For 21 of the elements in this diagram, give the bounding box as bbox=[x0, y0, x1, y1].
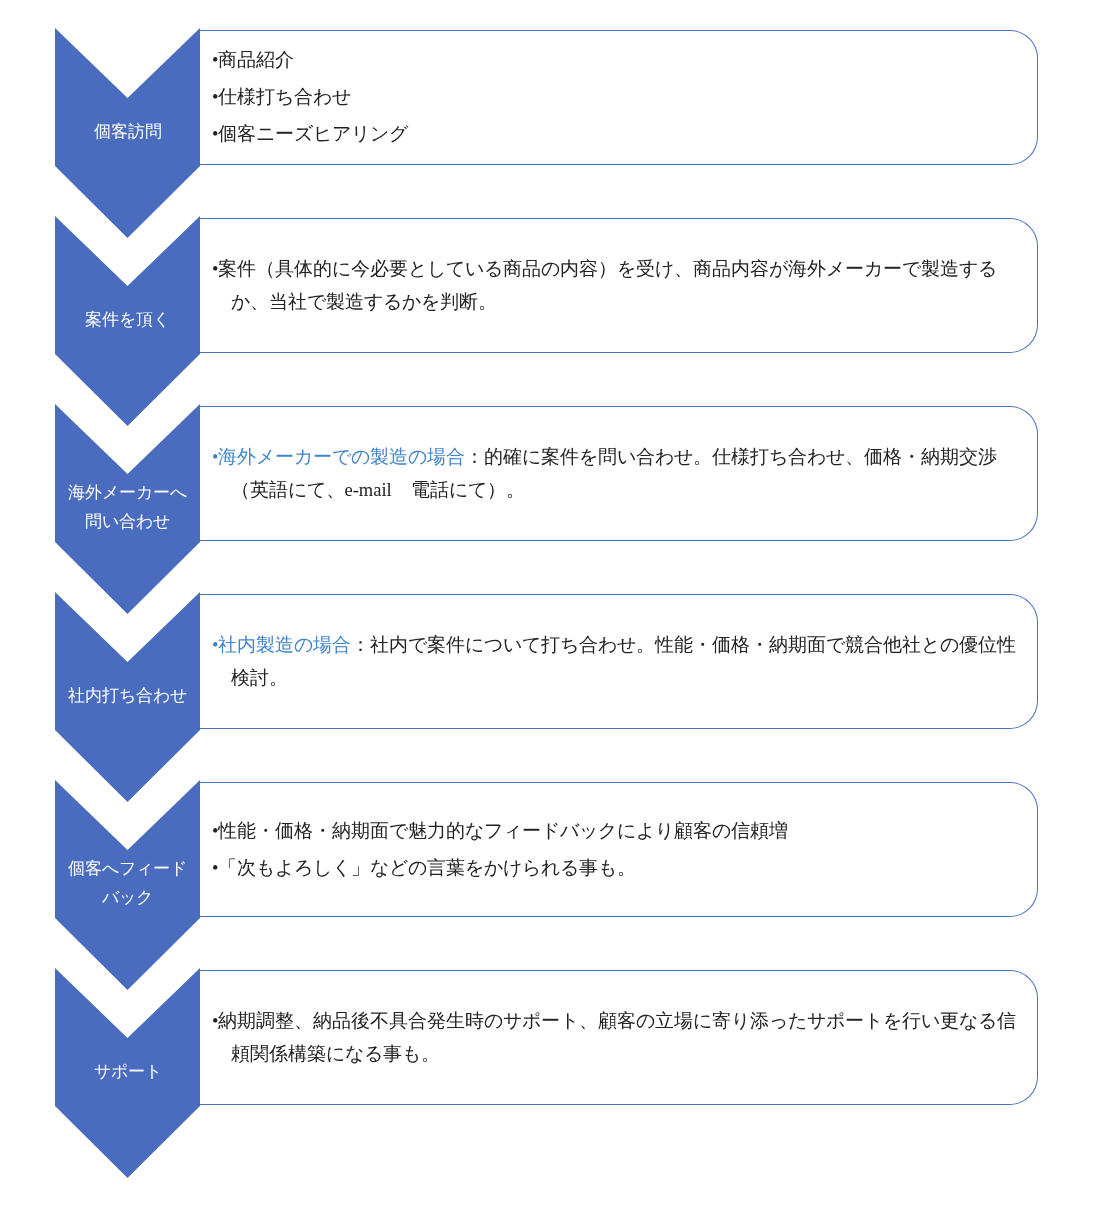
bullet-text: •性能・価格・納期面で魅力的なフィードバックにより顧客の信頼増 bbox=[212, 819, 790, 843]
step-label: 海外メーカーへ問い合わせ bbox=[67, 482, 188, 533]
step-label: 個客へフィードバック bbox=[67, 858, 188, 909]
step-label: 社内打ち合わせ bbox=[68, 684, 187, 707]
step-label: 個客訪問 bbox=[93, 120, 162, 143]
rounded-text-box bbox=[200, 970, 1038, 1105]
bullet-text: •「次もよろしく」などの言葉をかけられる事も。 bbox=[212, 856, 638, 880]
step-label: サポート bbox=[93, 1060, 162, 1083]
bullet-text: •社内製造の場合：社内で案件について打ち合わせ。性能・価格・納期面で競合他社との優位性検討。 bbox=[212, 633, 1018, 690]
step-label: 案件を頂く bbox=[85, 308, 170, 331]
bullet-text: •個客ニーズヒアリング bbox=[212, 123, 410, 146]
bullet-text: •仕様打ち合わせ bbox=[212, 86, 353, 109]
bullet-text: •海外メーカーでの製造の場合：的確に案件を問い合わせ。仕様打ち合わせ、価格・納期交渉（英語にて、e-mail 電話にて）。 bbox=[212, 445, 999, 502]
bullet-text: •納期調整、納品後不具合発生時のサポート、顧客の立場に寄り添ったサポートを行い更なる信頼関係構築になる事も。 bbox=[212, 1009, 1018, 1066]
rounded-text-box bbox=[200, 218, 1038, 353]
rounded-text-box bbox=[200, 406, 1038, 541]
rounded-text-box bbox=[200, 594, 1038, 729]
rounded-text-box bbox=[200, 782, 1038, 917]
rounded-text-box bbox=[200, 30, 1038, 165]
bullet-text: •商品紹介 bbox=[212, 49, 296, 72]
bullet-text: •案件（具体的に今必要としている商品の内容）を受け、商品内容が海外メーカーで製造するか、当社で製造するかを判断。 bbox=[212, 257, 999, 314]
